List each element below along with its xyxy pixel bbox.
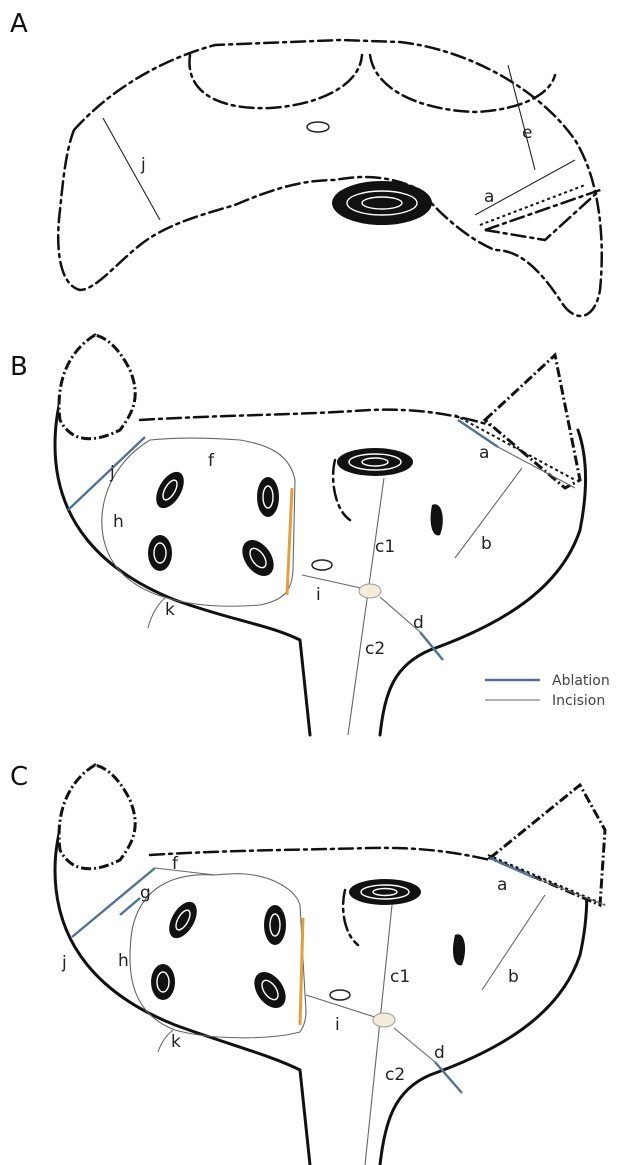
panel-c-coronary-sinus	[349, 879, 465, 965]
panel-b-line-c	[348, 478, 384, 735]
panel-b-letter: B	[10, 352, 28, 382]
panel-a-label-e: e	[522, 123, 532, 143]
panel-a-label-a: a	[484, 187, 494, 207]
panel-b-node	[359, 584, 381, 598]
panel-c-small-ring	[330, 990, 350, 1000]
panel-c-label-d: d	[434, 1043, 445, 1063]
panel-a: A j e a	[10, 9, 602, 316]
panel-b-label-i: i	[316, 585, 321, 605]
panel-c-label-c2: c2	[385, 1065, 405, 1085]
panel-c-line-d-incision	[394, 1028, 435, 1062]
panel-b-line-k	[148, 598, 165, 628]
panel-c-label-b: b	[508, 967, 519, 987]
panel-c-label-a: a	[497, 875, 507, 895]
panel-b-label-b: b	[481, 534, 492, 554]
panel-b-label-d: d	[413, 613, 424, 633]
panel-c-label-c1: c1	[390, 967, 410, 987]
panel-a-coronary-sinus	[332, 181, 432, 225]
panel-b-outline	[55, 335, 586, 735]
legend-incision-label: Incision	[552, 693, 605, 709]
panel-c-label-k: k	[171, 1032, 181, 1052]
panel-b-label-c1: c1	[375, 537, 395, 557]
panel-b-label-a: a	[479, 443, 489, 463]
panel-c-label-h: h	[118, 951, 129, 971]
panel-b-label-f: f	[208, 451, 215, 471]
panel-b-label-k: k	[165, 600, 175, 620]
panel-b-orange-segment	[287, 488, 292, 595]
panel-c-orange-segment	[300, 918, 303, 1025]
panel-c-pv-box-incision	[130, 874, 306, 1038]
panel-b-coronary-sinus	[337, 448, 443, 535]
legend-ablation-label: Ablation	[552, 673, 610, 689]
panel-b: B j f	[10, 335, 610, 735]
panel-a-line-e	[508, 65, 535, 170]
panel-c: C j	[10, 762, 605, 1165]
panel-a-letter: A	[10, 9, 28, 39]
panel-c-label-i: i	[335, 1015, 340, 1035]
panel-c-letter: C	[10, 762, 28, 792]
panel-c-label-g: g	[140, 883, 151, 903]
panel-a-outline	[58, 40, 602, 316]
panel-b-pulmonary-veins	[148, 467, 280, 582]
panel-b-pv-box-incision	[102, 438, 295, 606]
panel-b-label-c2: c2	[365, 639, 385, 659]
panel-c-label-j: j	[61, 953, 67, 973]
panel-c-pulmonary-veins	[151, 897, 292, 1014]
panel-c-line-f	[155, 868, 215, 875]
panel-b-small-ring	[312, 560, 332, 570]
panel-b-line-j	[68, 437, 145, 510]
panel-c-node	[373, 1013, 395, 1027]
panel-c-outline	[55, 765, 605, 1165]
panel-b-label-h: h	[113, 512, 124, 532]
panel-b-label-j: j	[109, 463, 115, 483]
panel-a-line-j	[103, 118, 160, 220]
panel-c-label-f: f	[172, 854, 179, 874]
panel-a-label-j: j	[140, 155, 146, 175]
legend: Ablation Incision	[485, 673, 610, 709]
